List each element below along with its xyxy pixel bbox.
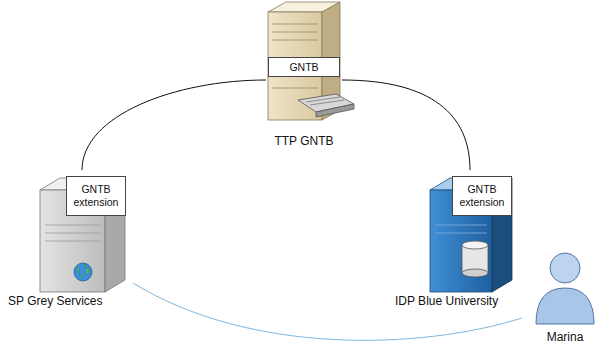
person-icon	[536, 253, 594, 324]
node-label: IDP Blue University	[395, 294, 498, 308]
box-text: GNTB extension	[70, 183, 122, 209]
box-text: GNTB extension	[456, 183, 508, 209]
server-node: Marina	[522, 240, 608, 346]
node-label: SP Grey Services	[8, 294, 102, 308]
ttp-server	[268, 2, 354, 120]
server-node: TTP GNTB GNTB	[266, 2, 342, 152]
server-node: SP Grey Services GNTB extension	[8, 170, 133, 310]
box-text: GNTB	[289, 61, 318, 74]
label-box: GNTB extension	[452, 176, 512, 216]
connector	[133, 283, 522, 340]
node-label: TTP GNTB	[266, 134, 342, 148]
label-box: GNTB	[268, 57, 340, 77]
node-label: Marina	[522, 330, 608, 344]
connector	[342, 80, 470, 170]
label-box: GNTB extension	[66, 176, 126, 216]
server-node: IDP Blue University GNTB extension	[395, 170, 520, 310]
connector	[82, 80, 266, 170]
